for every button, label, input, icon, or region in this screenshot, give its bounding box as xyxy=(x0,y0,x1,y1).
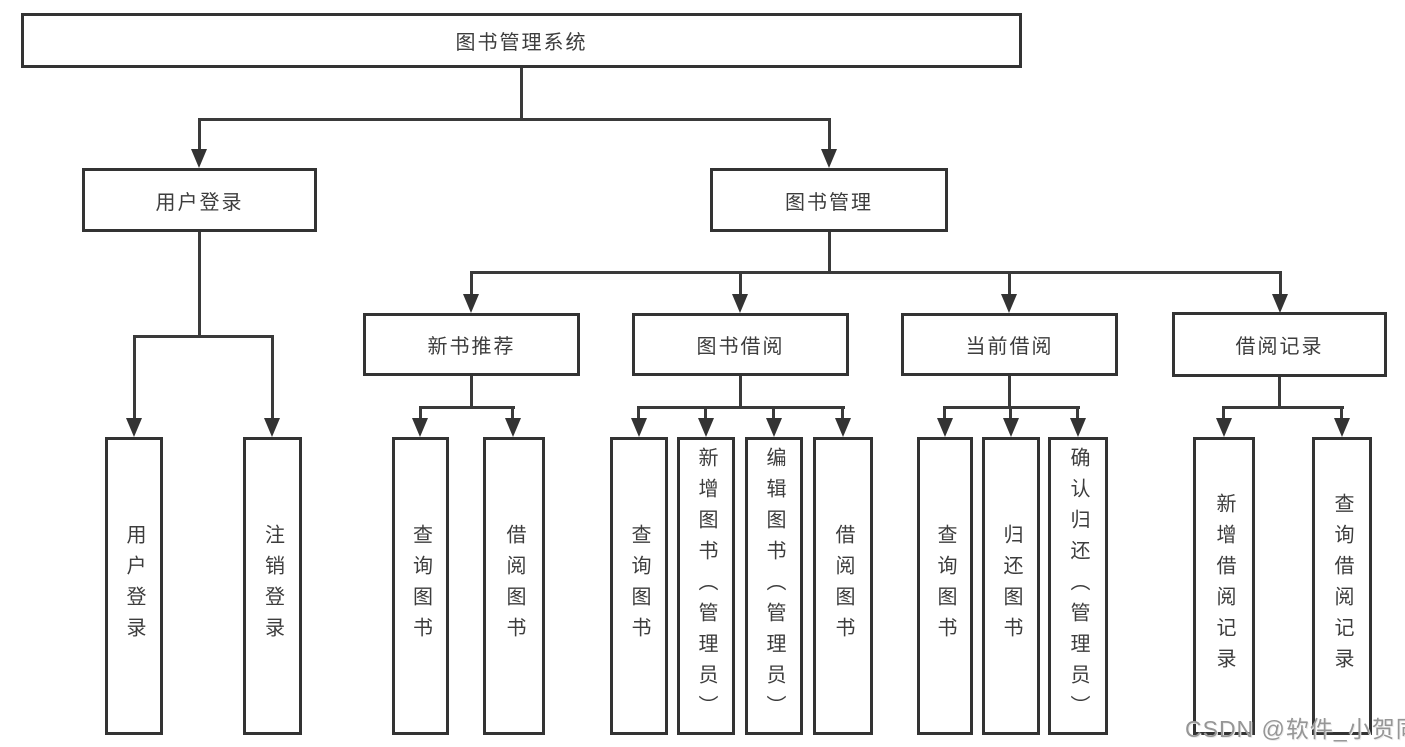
node-book-management: 图书管理 xyxy=(710,168,948,232)
connector-root-stem xyxy=(520,68,523,120)
node-leaf-confirm-return-admin: 确认归还（管理员） xyxy=(1048,437,1108,735)
node-label: 查询借阅记录 xyxy=(1331,493,1353,679)
node-label: 借阅记录 xyxy=(1235,336,1324,358)
node-label: 新增图书（管理员） xyxy=(695,446,717,726)
node-leaf-add-borrow-record: 新增借阅记录 xyxy=(1193,437,1255,735)
connector-drop-book-borrow xyxy=(739,271,742,297)
connector-drop-bb-borrow xyxy=(841,406,844,420)
node-leaf-user-login: 用户登录 xyxy=(105,437,163,735)
node-leaf-logout: 注销登录 xyxy=(243,437,302,735)
connector-book-borrow-stem xyxy=(739,375,742,408)
connector-borrow-records-cross xyxy=(1222,406,1344,409)
arrowhead-bb-add xyxy=(698,418,714,437)
node-label: 注销登录 xyxy=(261,524,284,648)
connector-current-borrow-stem xyxy=(1008,375,1011,408)
node-label: 用户登录 xyxy=(155,191,244,214)
connector-drop-br-add xyxy=(1222,406,1225,420)
arrowhead-leaf-logout xyxy=(264,418,280,437)
node-leaf-borrow-books-2: 借阅图书 xyxy=(813,437,873,735)
connector-drop-borrow-records xyxy=(1279,271,1282,297)
arrowhead-nb-query xyxy=(412,418,428,437)
connector-book-borrow-cross xyxy=(637,406,845,409)
node-label: 归还图书 xyxy=(1000,524,1022,648)
connector-drop-bb-edit xyxy=(772,406,775,420)
node-label: 查询图书 xyxy=(409,524,432,648)
node-label: 图书管理系统 xyxy=(455,32,588,54)
connector-drop-user-login xyxy=(198,118,201,152)
node-leaf-query-books-1: 查询图书 xyxy=(392,437,449,735)
connector-drop-current-borrow xyxy=(1008,271,1011,297)
connector-drop-leaf-user-login xyxy=(133,335,136,420)
node-label: 图书借阅 xyxy=(696,336,785,358)
arrowhead-bb-edit xyxy=(766,418,782,437)
arrowhead-cb-confirm xyxy=(1070,418,1086,437)
connector-drop-book-mgmt xyxy=(828,118,831,152)
arrowhead-cb-query xyxy=(937,418,953,437)
node-label: 新书推荐 xyxy=(427,336,516,358)
arrowhead-current-borrow xyxy=(1001,294,1017,313)
connector-book-mgmt-stem xyxy=(828,232,831,273)
node-leaf-query-books-3: 查询图书 xyxy=(917,437,973,735)
node-book-borrowing: 图书借阅 xyxy=(632,313,849,376)
connector-drop-cb-query xyxy=(943,406,946,420)
connector-drop-bb-query xyxy=(637,406,640,420)
connector-drop-nb-borrow xyxy=(511,406,514,420)
csdn-watermark: CSDN @软件_小贺同学 xyxy=(1185,716,1405,742)
node-leaf-query-borrow-record: 查询借阅记录 xyxy=(1312,437,1372,735)
connector-new-books-stem xyxy=(470,375,473,408)
node-current-borrowing: 当前借阅 xyxy=(901,313,1118,376)
connector-new-books-cross xyxy=(419,406,515,409)
arrowhead-borrow-records xyxy=(1272,294,1288,313)
node-leaf-query-books-2: 查询图书 xyxy=(610,437,668,735)
node-label: 确认归还（管理员） xyxy=(1067,446,1089,726)
arrowhead-nb-borrow xyxy=(505,418,521,437)
node-borrowing-records: 借阅记录 xyxy=(1172,312,1387,377)
node-leaf-add-books-admin: 新增图书（管理员） xyxy=(677,437,735,735)
arrowhead-book-borrow xyxy=(732,294,748,313)
connector-drop-cb-return xyxy=(1009,406,1012,420)
node-label: 借阅图书 xyxy=(503,524,525,648)
node-label: 查询图书 xyxy=(934,524,956,648)
connector-user-login-cross xyxy=(133,335,274,338)
connector-drop-bb-add xyxy=(704,406,707,420)
node-label: 图书管理 xyxy=(785,191,873,214)
node-leaf-return-books: 归还图书 xyxy=(982,437,1040,735)
connector-borrow-records-stem xyxy=(1278,375,1281,408)
connector-user-login-stem xyxy=(198,232,201,337)
node-library-management-system: 图书管理系统 xyxy=(21,13,1022,68)
node-user-login: 用户登录 xyxy=(82,168,317,232)
arrowhead-bb-query xyxy=(631,418,647,437)
arrowhead-cb-return xyxy=(1003,418,1019,437)
connector-root-cross xyxy=(198,118,831,121)
node-leaf-edit-books-admin: 编辑图书（管理员） xyxy=(745,437,803,735)
connector-drop-leaf-logout xyxy=(271,335,274,420)
node-label: 借阅图书 xyxy=(832,524,854,648)
node-label: 新增借阅记录 xyxy=(1213,493,1235,679)
arrowhead-book-mgmt xyxy=(821,149,837,168)
arrowhead-user-login xyxy=(191,149,207,168)
connector-drop-new-books xyxy=(470,271,473,297)
connector-book-mgmt-cross xyxy=(470,271,1282,274)
node-label: 查询图书 xyxy=(628,524,650,648)
node-label: 当前借阅 xyxy=(965,336,1054,358)
node-leaf-borrow-books-1: 借阅图书 xyxy=(483,437,545,735)
arrowhead-new-books xyxy=(463,294,479,313)
connector-drop-nb-query xyxy=(419,406,422,420)
connector-drop-cb-confirm xyxy=(1076,406,1079,420)
node-new-book-recommendation: 新书推荐 xyxy=(363,313,580,376)
arrowhead-br-query xyxy=(1334,418,1350,437)
connector-drop-br-query xyxy=(1340,406,1343,420)
arrowhead-leaf-user-login xyxy=(126,418,142,437)
arrowhead-br-add xyxy=(1216,418,1232,437)
arrowhead-bb-borrow xyxy=(835,418,851,437)
node-label: 用户登录 xyxy=(123,524,145,648)
node-label: 编辑图书（管理员） xyxy=(763,446,785,726)
